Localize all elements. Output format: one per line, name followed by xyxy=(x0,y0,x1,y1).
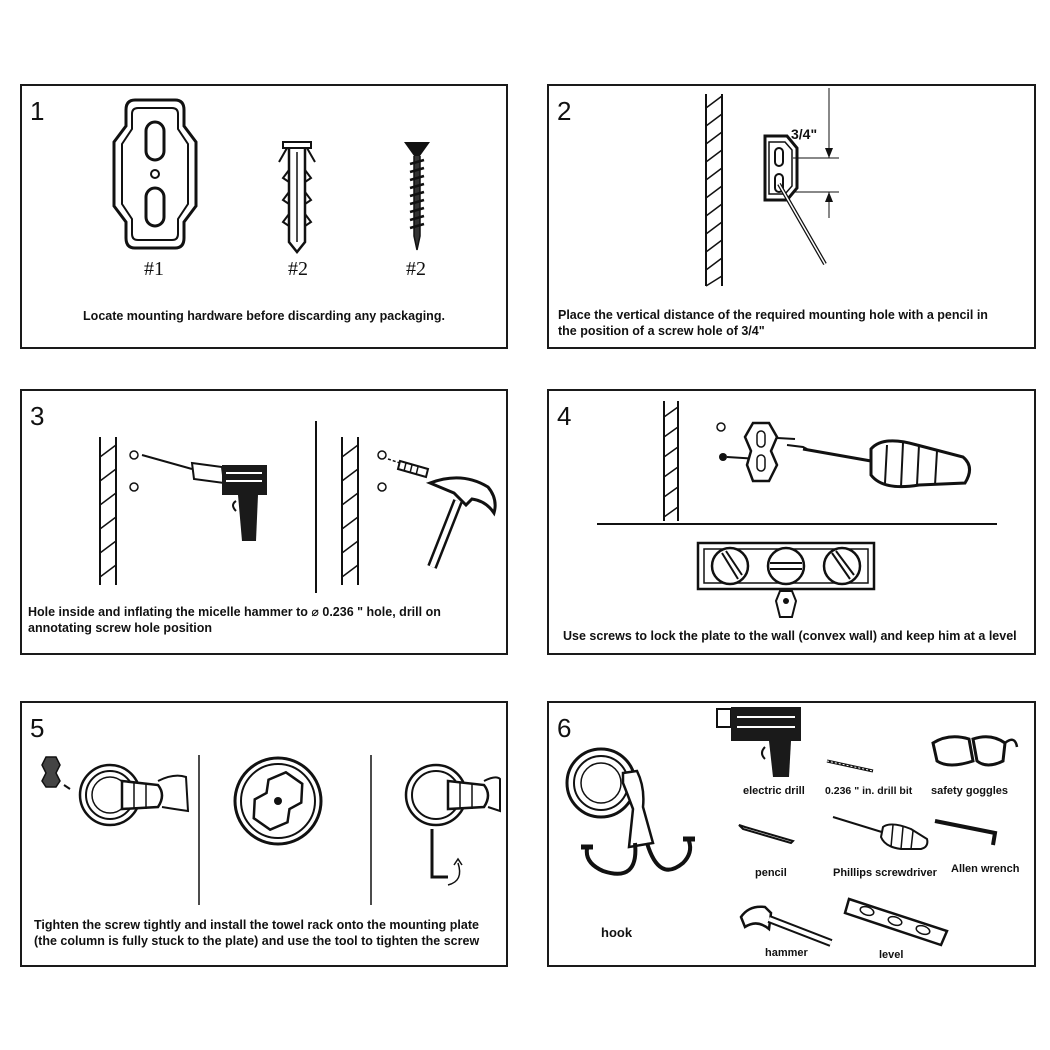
plate-with-screws-icon xyxy=(716,421,796,483)
step-caption: Tighten the screw tightly and install th… xyxy=(34,918,480,948)
double-hook-icon xyxy=(565,747,695,876)
tool-label-allen-wrench: Allen wrench xyxy=(951,863,1020,875)
screw-icon xyxy=(404,142,430,251)
hammer-icon xyxy=(425,476,497,569)
mounting-plate-icon xyxy=(112,98,198,250)
step-caption: Use screws to lock the plate to the wall… xyxy=(563,629,1017,643)
tool-label-drill-bit: 0.236 " in. drill bit xyxy=(825,785,913,797)
step-number: 6 xyxy=(557,713,572,743)
allen-wrench-icon xyxy=(934,819,998,846)
screw-label: #2 xyxy=(406,258,426,280)
divider-line xyxy=(315,421,317,593)
tool-label-drill: electric drill xyxy=(743,785,805,797)
anchor-insert-icon xyxy=(377,450,430,492)
tool-label-screwdriver: Phillips screwdriver xyxy=(833,867,937,879)
step-number: 4 xyxy=(557,401,572,431)
step-caption: Place the vertical distance of the requi… xyxy=(558,308,988,338)
divider-line xyxy=(370,755,372,905)
allen-wrench-tighten-icon xyxy=(404,763,501,886)
step-3-panel: 3 Hole inside and inflating the m xyxy=(20,389,508,655)
level-icon xyxy=(843,897,949,947)
hook-label: hook xyxy=(601,925,633,940)
base-plate-icon xyxy=(233,756,323,846)
hammer-icon xyxy=(739,905,833,947)
wall-section-icon xyxy=(99,437,117,585)
step-1-panel: 1 #1 #2 #2 Locate mounting hardware befo… xyxy=(20,84,508,349)
pencil-icon xyxy=(738,824,795,845)
step-2-panel: 2 3/4" Place the vertical distance of th… xyxy=(547,84,1036,349)
wall-section-icon xyxy=(705,94,723,287)
tool-label-level: level xyxy=(879,949,904,961)
wall-anchor-icon xyxy=(278,141,316,255)
mark-holes-icon xyxy=(129,450,139,492)
electric-drill-icon xyxy=(716,707,801,777)
step-number: 5 xyxy=(30,713,45,743)
step-number: 2 xyxy=(557,96,572,126)
wall-section-icon xyxy=(341,437,359,585)
step-caption: Locate mounting hardware before discardi… xyxy=(83,309,445,323)
step-4-panel: 4 Use screws to lock the plate to the wa… xyxy=(547,389,1036,655)
anchor-label: #2 xyxy=(288,258,308,280)
step-5-panel: 5 Tighten the screw tightly and install … xyxy=(20,701,508,967)
step-number: 3 xyxy=(30,401,45,431)
wall-section-icon xyxy=(663,401,679,521)
drill-bit-icon xyxy=(826,759,874,773)
plate-label: #1 xyxy=(144,258,164,280)
tool-label-goggles: safety goggles xyxy=(931,785,1009,797)
step-caption: Hole inside and inflating the micelle ha… xyxy=(28,605,441,635)
safety-goggles-icon xyxy=(931,735,1019,767)
plate-marking-icon xyxy=(763,88,839,265)
divider-line xyxy=(597,523,997,525)
step-6-panel: 6 hook electric drill 0.236 " in. drill … xyxy=(547,701,1036,967)
level-icon xyxy=(696,541,876,618)
phillips-screwdriver-icon xyxy=(832,816,929,850)
tool-label-pencil: pencil xyxy=(755,867,787,879)
electric-drill-icon xyxy=(141,454,267,541)
towel-rack-mount-icon xyxy=(41,756,190,827)
tool-label-hammer: hammer xyxy=(765,947,808,959)
divider-line xyxy=(198,755,200,905)
dimension-label: 3/4" xyxy=(791,126,818,142)
step-number: 1 xyxy=(30,96,45,126)
phillips-screwdriver-icon xyxy=(786,439,971,489)
